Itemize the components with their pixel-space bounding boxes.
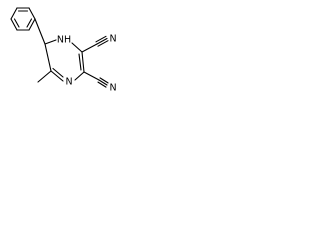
nh-atom-label: NH <box>57 35 71 46</box>
phenyl-to-ring-bond <box>34 18 46 45</box>
diazepine-ring <box>44 39 85 82</box>
nitrile-top-triple-bond-2 <box>95 35 107 43</box>
ring-bond-n1-c2 <box>71 42 83 53</box>
nitrile-top-n-label: N <box>109 34 116 45</box>
ring-bond-c5-c6-c7 <box>44 43 52 72</box>
imine-n-atom-label: N <box>65 77 72 88</box>
nitrile-group-top: N <box>81 34 117 53</box>
nitrile-top-triple-bond-1 <box>96 37 108 45</box>
nitrile-group-bottom: N <box>83 71 117 94</box>
nitrile-top-single-bond <box>81 43 98 53</box>
phenyl-bond-5 <box>10 18 18 31</box>
nitrile-bottom-single-bond <box>83 71 100 81</box>
nitrile-bottom-triple-bond-2 <box>99 77 109 84</box>
ring-bond-c3-n4 <box>74 71 85 81</box>
phenyl-bond-3 <box>28 18 36 31</box>
nitrile-top-triple-bond-3 <box>97 40 109 47</box>
nitrile-bottom-triple-bond-3 <box>97 81 107 88</box>
phenyl-double-bond-b <box>26 18 33 28</box>
methyl-bond <box>37 70 52 83</box>
ring-bond-c7-n1 <box>44 39 57 45</box>
chemical-structure-diagram: N N NH N <box>10 7 117 94</box>
nitrile-bottom-triple-bond-1 <box>98 79 108 86</box>
nitrile-bottom-n-label: N <box>109 83 116 94</box>
ring-bond-n4-c5 <box>50 70 64 82</box>
phenyl-ring <box>10 7 36 31</box>
ring-double-bond-n4-c5 <box>52 67 64 78</box>
phenyl-bond-2 <box>28 7 36 20</box>
phenyl-double-bond-c <box>13 18 20 28</box>
ring-bond-c2-c3 <box>81 51 85 73</box>
ring-double-bond-c2-c3 <box>78 53 82 71</box>
phenyl-bond-6 <box>10 7 18 20</box>
